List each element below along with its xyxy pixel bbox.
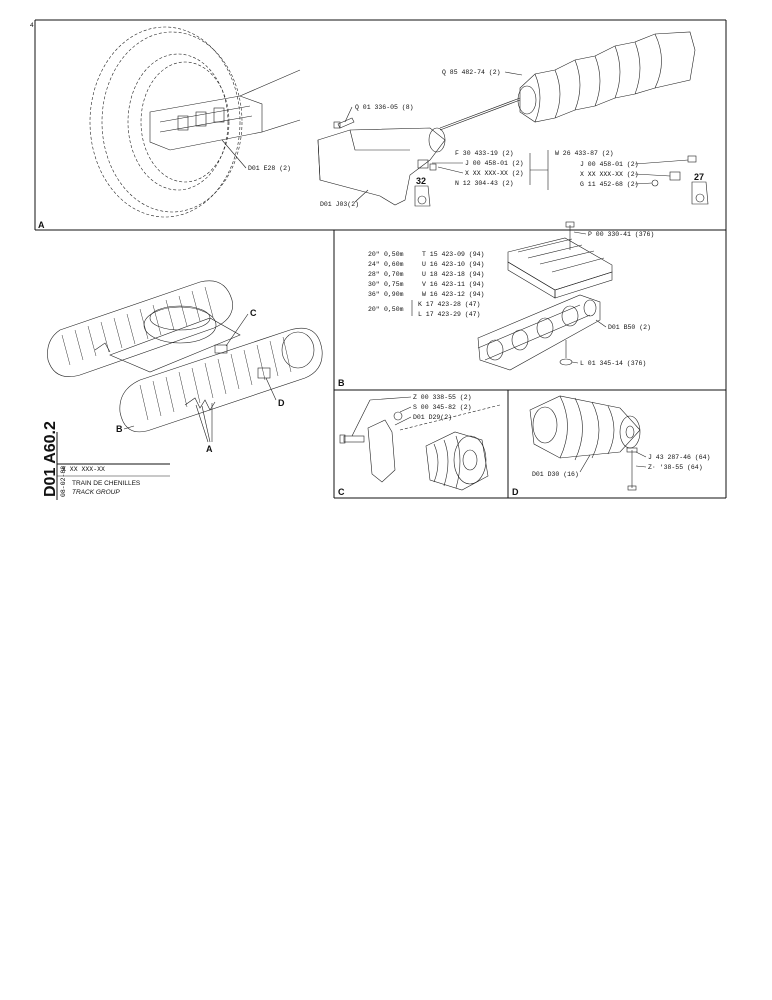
part-j00b: J 00 458-01 (2) <box>580 161 639 168</box>
part-s00: S 00 345-82 (2) <box>413 404 472 411</box>
panel-a-callouts: Q 85 482-74 (2) Q 01 336-05 (8) D01 E28 … <box>221 69 704 208</box>
shoe-special-in: 20" <box>368 306 380 313</box>
part-d29: D01 D29(2) <box>413 414 452 421</box>
shoe-2-part: U 18 423-18 (94) <box>422 271 484 278</box>
corner-mark: 4 <box>30 22 34 29</box>
overview-label-d: D <box>278 398 285 408</box>
shoe-special-m: 0,50m <box>384 306 404 313</box>
frame: 4 <box>30 19 727 499</box>
panel-d-label: D <box>512 487 519 497</box>
shoe-3-m: 0,75m <box>384 281 404 288</box>
part-j43: J 43 287-46 (64) <box>648 454 710 461</box>
panel-b: B 20" 0,50m T 15 423-09 (94) 24" 0,60m U… <box>338 221 654 388</box>
part-xa: X XX XXX-XX (2) <box>465 170 524 177</box>
track-link-drawing <box>477 294 601 371</box>
shoe-0-in: 20" <box>368 251 380 258</box>
shoe-4-part: W 16 423-12 (94) <box>422 291 484 298</box>
part-l01: L 01 345-14 (376) <box>580 360 646 367</box>
track-roller-drawing <box>529 395 641 491</box>
shoe-0-part: T 15 423-09 (94) <box>422 251 484 258</box>
overview-label-c: C <box>250 308 257 318</box>
panel-d: D J 43 287-46 (64) Z· '38-55 (64) D01 D3… <box>512 395 710 497</box>
panel-b-label: B <box>338 378 345 388</box>
recoil-spring-drawing <box>439 31 696 131</box>
shoe-1-part: U 16 423-10 (94) <box>422 261 484 268</box>
shoe-3-in: 30" <box>368 281 380 288</box>
panel-c: C Z 00 338-55 (2) S 00 345-82 (2) D01 D2… <box>338 394 501 497</box>
part-n12: N 12 304-43 (2) <box>455 180 514 187</box>
title-fr: TRAIN DE CHENILLES <box>72 480 141 487</box>
shoe-0-m: 0,50m <box>384 251 404 258</box>
shoe-special-part-l: L 17 423-29 (47) <box>418 311 480 318</box>
sheet-serial: X XX XXX-XX <box>62 466 105 473</box>
idler-wheel-drawing <box>89 26 301 218</box>
shoe-2-in: 28" <box>368 271 380 278</box>
sheet-date: 08-02-88 <box>60 466 67 497</box>
shoe-4-m: 0,90m <box>384 291 404 298</box>
part-d30: D01 D30 (16) <box>532 471 579 478</box>
overview-label-b: B <box>116 424 123 434</box>
shoe-table: 20" 0,50m T 15 423-09 (94) 24" 0,60m U 1… <box>368 251 484 318</box>
part-j00a: J 00 458-01 (2) <box>465 160 524 167</box>
part-q85: Q 85 482-74 (2) <box>442 69 501 76</box>
title-block: D01 A60.2 X XX XXX-XX 08-02-88 TRAIN DE … <box>42 421 170 500</box>
part-e28: D01 E28 (2) <box>248 165 291 172</box>
part-j03: D01 J03(2) <box>320 201 359 208</box>
overview-label-a: A <box>206 444 213 454</box>
shoe-4-in: 36" <box>368 291 380 298</box>
part-xb: X XX XXX-XX (2) <box>580 171 639 178</box>
track-shoe-drawing <box>507 221 613 299</box>
shoe-3-part: V 16 423-11 (94) <box>422 281 484 288</box>
panel-a-label: A <box>38 220 45 230</box>
shoe-special-part-r: K 17 423-28 (47) <box>418 301 480 308</box>
carrier-roller-drawing <box>399 404 501 491</box>
shoe-2-m: 0,70m <box>384 271 404 278</box>
part-z2: Z· '38-55 (64) <box>648 464 703 471</box>
shoe-1-in: 24" <box>368 261 380 268</box>
sheet-code: D01 A60.2 <box>42 421 59 497</box>
shoe-1-m: 0,60m <box>384 261 404 268</box>
fitting-number-32: 32 <box>416 176 426 186</box>
part-q01: Q 01 336-05 (8) <box>355 104 414 111</box>
panel-a: A <box>38 26 709 230</box>
part-b50: D01 B50 (2) <box>608 324 651 331</box>
title-en: TRACK GROUP <box>72 489 120 496</box>
part-w26: W 26 433-87 (2) <box>555 150 614 157</box>
part-p00: P 00 330-41 (376) <box>588 231 654 238</box>
part-f30: F 30 433-19 (2) <box>455 150 514 157</box>
part-z00: Z 00 338-55 (2) <box>413 394 472 401</box>
part-g11: G 11 452-68 (2) <box>580 181 639 188</box>
fitting-number-27: 27 <box>694 172 704 182</box>
panel-c-label: C <box>338 487 345 497</box>
track-overview: C B D A <box>47 280 323 454</box>
